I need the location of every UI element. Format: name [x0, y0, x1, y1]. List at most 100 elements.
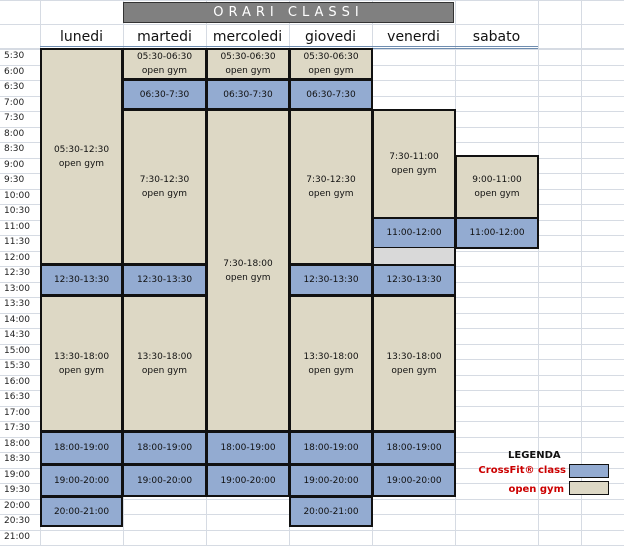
slot-time: 18:00-19:00	[303, 443, 359, 453]
legend-opengym-swatch	[569, 481, 609, 495]
time-label: 14:30	[4, 330, 30, 340]
slot-time: 12:30-13:30	[53, 275, 110, 285]
slot-thursday-crossfit[interactable]: 18:00-19:00	[289, 431, 373, 465]
time-label: 11:30	[4, 237, 30, 247]
slot-saturday-open-gym[interactable]: 9:00-11:00 open gym	[455, 155, 539, 219]
time-label: 10:00	[4, 191, 30, 201]
slot-saturday-crossfit[interactable]: 11:00-12:00	[455, 217, 539, 249]
slot-label: open gym	[474, 189, 520, 199]
slot-label: open gym	[141, 66, 188, 76]
slot-thursday-open-gym[interactable]: 13:30-18:00 open gym	[289, 295, 373, 432]
time-label: 17:30	[4, 423, 30, 433]
slot-thursday-crossfit[interactable]: 06:30-7:30	[289, 79, 373, 110]
slot-monday-open-gym[interactable]: 05:30-12:30 open gym	[40, 48, 123, 265]
slot-friday-crossfit[interactable]: 18:00-19:00	[372, 431, 456, 465]
time-label: 13:30	[4, 299, 30, 309]
time-label: 19:30	[4, 485, 30, 495]
day-header-saturday[interactable]: sabato	[472, 29, 521, 45]
time-label: 17:00	[4, 408, 30, 418]
slot-time: 12:30-13:30	[303, 275, 359, 285]
slot-tuesday-open-gym[interactable]: 05:30-06:30 open gym	[122, 48, 207, 80]
slot-thursday-crossfit[interactable]: 12:30-13:30	[289, 264, 373, 296]
slot-time: 7:30-12:30	[306, 175, 356, 185]
slot-time: 13:30-18:00	[386, 351, 442, 362]
time-label: 21:00	[4, 532, 30, 542]
slot-thursday-crossfit[interactable]: 19:00-20:00	[289, 464, 373, 497]
slot-thursday-open-gym[interactable]: 7:30-12:30 open gym	[289, 109, 373, 265]
time-label: 5:30	[4, 51, 25, 61]
slot-wednesday-crossfit[interactable]: 06:30-7:30	[206, 79, 290, 110]
time-label: 8:30	[4, 144, 25, 154]
slot-monday-crossfit[interactable]: 12:30-13:30	[40, 264, 123, 296]
time-label: 12:00	[4, 253, 30, 263]
time-label: 8:00	[4, 129, 25, 139]
slot-label: open gym	[391, 166, 437, 176]
slot-thursday-open-gym[interactable]: 05:30-06:30 open gym	[289, 48, 373, 80]
slot-friday-crossfit[interactable]: 19:00-20:00	[372, 464, 456, 497]
slot-label: open gym	[141, 365, 188, 376]
slot-label: open gym	[308, 66, 354, 76]
slot-time: 06:30-7:30	[139, 89, 190, 100]
grid-row-line	[0, 24, 624, 25]
slot-time: 18:00-19:00	[53, 443, 110, 453]
day-header-friday[interactable]: venerdi	[387, 29, 440, 45]
time-label: 6:00	[4, 67, 25, 77]
slot-time: 7:30-12:30	[139, 175, 190, 185]
slot-tuesday-open-gym[interactable]: 13:30-18:00 open gym	[122, 295, 207, 432]
slot-wednesday-crossfit[interactable]: 18:00-19:00	[206, 431, 290, 465]
slot-tuesday-crossfit[interactable]: 06:30-7:30	[122, 79, 207, 110]
slot-tuesday-crossfit[interactable]: 19:00-20:00	[122, 464, 207, 497]
slot-label: open gym	[391, 365, 437, 376]
slot-time: 7:30-11:00	[389, 152, 439, 162]
slot-monday-crossfit[interactable]: 20:00-21:00	[40, 496, 123, 527]
legend-opengym-label: open gym	[508, 484, 564, 495]
slot-label: open gym	[58, 158, 105, 169]
slot-monday-crossfit[interactable]: 19:00-20:00	[40, 464, 123, 497]
slot-wednesday-crossfit[interactable]: 19:00-20:00	[206, 464, 290, 497]
slot-label: open gym	[225, 66, 271, 76]
time-label: 12:30	[4, 268, 30, 278]
time-label: 19:00	[4, 470, 30, 480]
slot-time: 12:30-13:30	[386, 275, 442, 285]
slot-time: 05:30-06:30	[220, 52, 276, 62]
slot-wednesday-open-gym[interactable]: 7:30-18:00 open gym	[206, 109, 290, 432]
slot-friday-open-gym[interactable]: 13:30-18:00 open gym	[372, 295, 456, 432]
slot-time: 18:00-19:00	[220, 443, 276, 453]
grid-column-line	[538, 0, 539, 546]
day-header-wednesday[interactable]: mercoledi	[212, 29, 283, 45]
time-label: 9:30	[4, 175, 25, 185]
slot-friday-crossfit[interactable]: 12:30-13:30	[372, 264, 456, 296]
day-header-monday[interactable]: lunedi	[59, 29, 104, 45]
slot-time: 18:00-19:00	[386, 443, 442, 453]
slot-monday-open-gym[interactable]: 13:30-18:00 open gym	[40, 295, 123, 432]
slot-thursday-crossfit[interactable]: 20:00-21:00	[289, 496, 373, 527]
slot-label: open gym	[308, 189, 354, 199]
slot-tuesday-crossfit[interactable]: 12:30-13:30	[122, 264, 207, 296]
slot-wednesday-open-gym[interactable]: 05:30-06:30 open gym	[206, 48, 290, 80]
day-header-tuesday[interactable]: martedi	[137, 29, 192, 45]
slot-time: 7:30-18:00	[223, 258, 273, 269]
slot-time: 05:30-12:30	[53, 144, 110, 155]
slot-friday-open-gym[interactable]: 7:30-11:00 open gym	[372, 109, 456, 219]
slot-tuesday-open-gym[interactable]: 7:30-12:30 open gym	[122, 109, 207, 265]
header-rule	[40, 46, 538, 47]
slot-time: 06:30-7:30	[223, 89, 273, 100]
legend-title: LEGENDA	[508, 450, 561, 461]
slot-time: 19:00-20:00	[386, 475, 442, 486]
slot-time: 12:30-13:30	[136, 275, 193, 285]
slot-monday-crossfit[interactable]: 18:00-19:00	[40, 431, 123, 465]
slot-friday-crossfit[interactable]: 11:00-12:00	[372, 217, 456, 249]
time-label: 15:00	[4, 346, 30, 356]
time-label: 18:30	[4, 454, 30, 464]
day-header-thursday[interactable]: giovedi	[304, 29, 357, 45]
time-label: 13:00	[4, 284, 30, 294]
time-label: 11:00	[4, 222, 30, 232]
slot-label: open gym	[58, 365, 105, 376]
slot-tuesday-crossfit[interactable]: 18:00-19:00	[122, 431, 207, 465]
time-label: 18:00	[4, 439, 30, 449]
schedule-title[interactable]: ORARI CLASSI	[123, 2, 454, 23]
slot-label: open gym	[141, 189, 188, 199]
slot-time: 05:30-06:30	[136, 52, 193, 62]
time-label: 10:30	[4, 206, 30, 216]
